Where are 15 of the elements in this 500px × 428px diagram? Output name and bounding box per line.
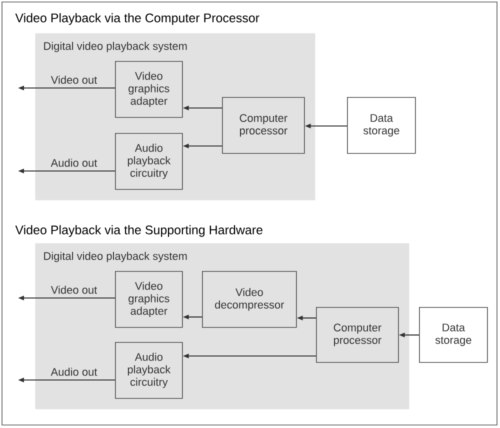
block-box: Computer processor — [222, 97, 305, 154]
block-box: Audio playback circuitry — [115, 133, 183, 190]
edge-label: Audio out — [50, 368, 98, 376]
block-box: Video graphics adapter — [115, 271, 183, 328]
block-box: Video decompressor — [202, 271, 297, 328]
block-box: Data storage — [347, 97, 416, 154]
section-heading: Video Playback via the Computer Processor — [15, 13, 260, 25]
edge-label: Video out — [50, 286, 98, 294]
block-box: Audio playback circuitry — [115, 342, 183, 399]
block-box: Video graphics adapter — [115, 61, 183, 118]
block-box: Computer processor — [316, 307, 399, 363]
section-heading: Video Playback via the Supporting Hardware — [15, 225, 262, 237]
edge-label: Video out — [50, 76, 98, 84]
block-box: Data storage — [419, 307, 488, 363]
edge-label: Audio out — [50, 158, 98, 167]
